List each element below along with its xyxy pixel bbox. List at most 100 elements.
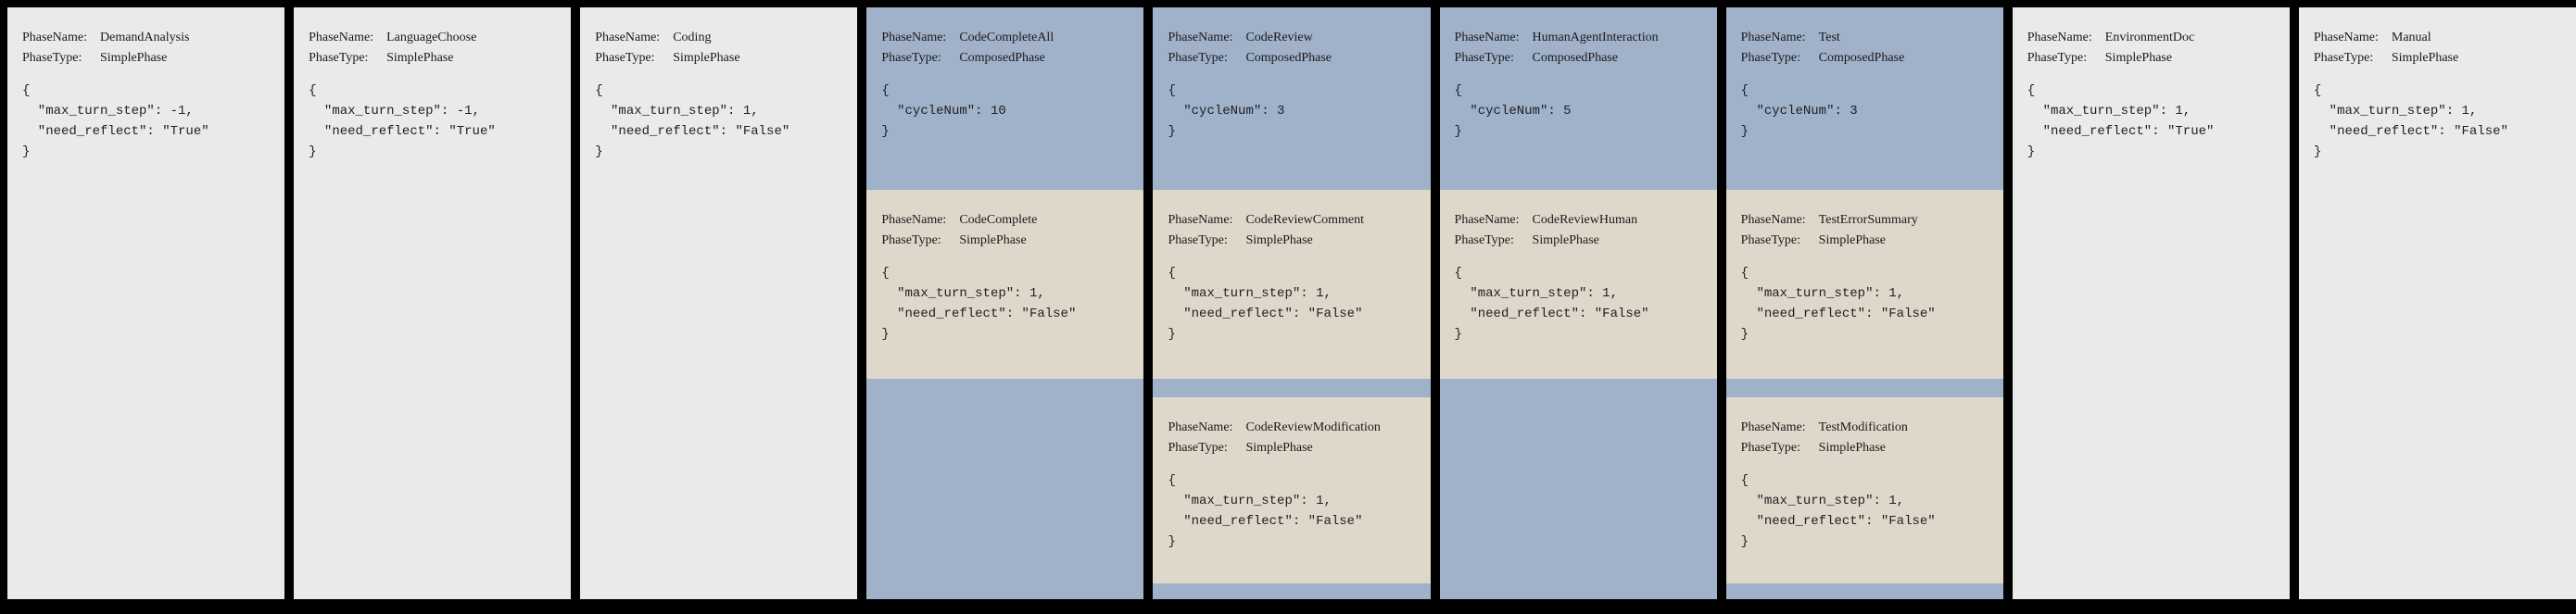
phase-type-label: PhaseType: xyxy=(881,51,941,65)
phase-name-row: PhaseName: TestErrorSummary xyxy=(1741,210,1992,231)
phase-name-label: PhaseName: xyxy=(1454,31,1520,44)
phase-name-value: CodeReviewHuman xyxy=(1532,213,1638,227)
phase-config-json: { "max_turn_step": 1, "need_reflect": "F… xyxy=(595,83,790,159)
phase-name-value: CodeReviewComment xyxy=(1245,213,1364,227)
phase-name-row: PhaseName:EnvironmentDoc xyxy=(2027,28,2279,48)
phase-column-manual: PhaseName:Manual PhaseType:SimplePhase {… xyxy=(2298,7,2576,599)
phase-type-row: PhaseType: ComposedPhase xyxy=(1741,48,1992,69)
phase-type-value: SimplePhase xyxy=(1245,441,1313,455)
phase-card-coding: PhaseName:Coding PhaseType: SimplePhase {… xyxy=(580,7,858,599)
phase-type-row: PhaseType: SimplePhase xyxy=(22,48,273,69)
phase-type-label: PhaseType: xyxy=(22,51,82,65)
phase-type-row: PhaseType: SimplePhase xyxy=(2027,48,2279,69)
phase-type-value: SimplePhase xyxy=(2104,51,2173,65)
sub-phase-card-test-modification: PhaseName:TestModification PhaseType:Sim… xyxy=(1725,397,2003,583)
composed-phase-header-code-complete-all: PhaseName: CodeCompleteAll PhaseType:Comp… xyxy=(866,7,1143,190)
phase-column-human-agent-interaction: PhaseName: HumanAgentInteraction PhaseTyp… xyxy=(1439,7,1717,599)
phase-name-label: PhaseName: xyxy=(1168,213,1233,227)
phase-config-json: { "max_turn_step": -1, "need_reflect": "… xyxy=(22,83,209,159)
phase-type-row: PhaseType: ComposedPhase xyxy=(1168,48,1419,69)
phase-name-row: PhaseName: Test xyxy=(1741,28,1992,48)
phase-name-value: CodeComplete xyxy=(959,213,1038,227)
phase-name-label: PhaseName: xyxy=(881,31,947,44)
phase-column-coding: PhaseName:Coding PhaseType: SimplePhase {… xyxy=(580,7,858,599)
phase-config-json: { "max_turn_step": 1, "need_reflect": "F… xyxy=(1740,266,1936,342)
phase-name-label: PhaseName: xyxy=(595,31,661,44)
phase-type-label: PhaseType: xyxy=(1740,51,1800,65)
phase-name-value: Manual xyxy=(2391,31,2431,44)
sub-phase-spacer xyxy=(1153,379,1430,397)
phase-type-label: PhaseType: xyxy=(1740,441,1800,455)
phase-name-row: PhaseName:TestModification xyxy=(1741,418,1992,438)
phase-type-row: PhaseType:SimplePhase xyxy=(1741,231,1992,251)
phase-type-value: SimplePhase xyxy=(1245,233,1313,247)
phase-config-json: { "max_turn_step": 1, "need_reflect": "F… xyxy=(881,266,1077,342)
phase-name-row: PhaseName: CodeComplete xyxy=(881,210,1132,231)
phase-type-label: PhaseType: xyxy=(2027,51,2088,65)
phase-config-json: { "cycleNum": 3 } xyxy=(1168,83,1285,139)
phase-name-label: PhaseName: xyxy=(1740,420,1806,434)
phase-name-row: PhaseName:CodeReview xyxy=(1168,28,1419,48)
sub-phase-card-code-review-modification: PhaseName:CodeReviewModification PhaseTy… xyxy=(1153,397,1431,583)
phase-name-label: PhaseName: xyxy=(22,31,87,44)
phase-type-label: PhaseType: xyxy=(1740,233,1800,247)
phase-column-environment-doc: PhaseName:EnvironmentDoc PhaseType: Simpl… xyxy=(2012,7,2290,599)
phase-type-value: SimplePhase xyxy=(673,51,740,65)
phase-card-language-choose: PhaseName:LanguageChoose PhaseType: Simpl… xyxy=(294,7,572,599)
phase-name-label: PhaseName: xyxy=(1740,31,1806,44)
phase-config-json: { "max_turn_step": 1, "need_reflect": "F… xyxy=(2313,83,2508,159)
phase-column-test: PhaseName: Test PhaseType: ComposedPhase {… xyxy=(1725,7,2003,599)
phase-name-row: PhaseName:LanguageChoose xyxy=(309,28,560,48)
composed-phase-tail xyxy=(1153,583,1430,599)
phase-type-value: SimplePhase xyxy=(386,51,454,65)
phase-name-label: PhaseName: xyxy=(1454,213,1520,227)
phase-card-demand-analysis: PhaseName: DemandAnalysis PhaseType: Simpl… xyxy=(7,7,285,599)
phase-name-label: PhaseName: xyxy=(2027,31,2092,44)
phase-type-label: PhaseType: xyxy=(1168,51,1228,65)
phase-type-value: SimplePhase xyxy=(100,51,168,65)
phase-name-label: PhaseName: xyxy=(881,213,947,227)
phase-name-value: HumanAgentInteraction xyxy=(1532,31,1659,44)
phase-name-label: PhaseName: xyxy=(1168,31,1233,44)
phase-name-value: TestErrorSummary xyxy=(1818,213,1918,227)
phase-name-row: PhaseName:CodeReviewModification xyxy=(1168,418,1419,438)
composed-phase-header-test: PhaseName: Test PhaseType: ComposedPhase {… xyxy=(1726,7,2003,190)
phase-config-json: { "max_turn_step": 1, "need_reflect": "F… xyxy=(1454,266,1649,342)
phase-type-label: PhaseType: xyxy=(309,51,369,65)
phase-name-row: PhaseName: CodeReviewComment xyxy=(1168,210,1419,231)
phase-type-row: PhaseType:ComposedPhase xyxy=(881,48,1132,69)
phase-name-label: PhaseName: xyxy=(1168,420,1233,434)
phase-type-value: ComposedPhase xyxy=(1245,51,1332,65)
phase-config-json: { "max_turn_step": 1, "need_reflect": "F… xyxy=(1168,473,1363,549)
phase-type-row: PhaseType:SimplePhase xyxy=(1168,438,1419,458)
phase-name-value: DemandAnalysis xyxy=(100,31,190,44)
phase-card-manual: PhaseName:Manual PhaseType:SimplePhase {… xyxy=(2298,7,2576,599)
phase-type-label: PhaseType: xyxy=(595,51,655,65)
phase-type-row: PhaseType:SimplePhase xyxy=(2314,48,2565,69)
phase-name-value: LanguageChoose xyxy=(386,31,477,44)
phase-type-value: ComposedPhase xyxy=(1818,51,1905,65)
phase-name-row: PhaseName:Coding xyxy=(595,28,846,48)
phase-type-label: PhaseType: xyxy=(2313,51,2374,65)
phase-type-row: PhaseType:SimplePhase xyxy=(1741,438,1992,458)
phase-column-code-review: PhaseName:CodeReview PhaseType: ComposedP… xyxy=(1153,7,1431,599)
phase-name-row: PhaseName: HumanAgentInteraction xyxy=(1455,28,1706,48)
composed-phase-tail xyxy=(1440,379,1717,599)
phase-card-environment-doc: PhaseName:EnvironmentDoc PhaseType: Simpl… xyxy=(2012,7,2290,599)
phase-type-row: PhaseType:SimplePhase xyxy=(1455,231,1706,251)
phase-type-label: PhaseType: xyxy=(881,233,941,247)
phase-type-value: SimplePhase xyxy=(959,233,1027,247)
phase-config-json: { "max_turn_step": 1, "need_reflect": "F… xyxy=(1740,473,1936,549)
phase-type-row: PhaseType: SimplePhase xyxy=(595,48,846,69)
composed-phase-header-human-agent-interaction: PhaseName: HumanAgentInteraction PhaseTyp… xyxy=(1440,7,1717,190)
phase-name-label: PhaseName: xyxy=(1740,213,1806,227)
phase-config-json: { "max_turn_step": 1, "need_reflect": "T… xyxy=(2027,83,2215,159)
phase-column-code-complete-all: PhaseName: CodeCompleteAll PhaseType:Comp… xyxy=(866,7,1144,599)
phase-name-value: Test xyxy=(1818,31,1840,44)
phase-type-label: PhaseType: xyxy=(1454,51,1514,65)
phase-config-json: { "cycleNum": 3 } xyxy=(1740,83,1858,139)
composed-phase-tail xyxy=(866,379,1143,599)
phase-column-demand-analysis: PhaseName: DemandAnalysis PhaseType: Simpl… xyxy=(7,7,285,599)
phase-name-value: CodeCompleteAll xyxy=(959,31,1054,44)
phase-type-row: PhaseType:SimplePhase xyxy=(1168,231,1419,251)
